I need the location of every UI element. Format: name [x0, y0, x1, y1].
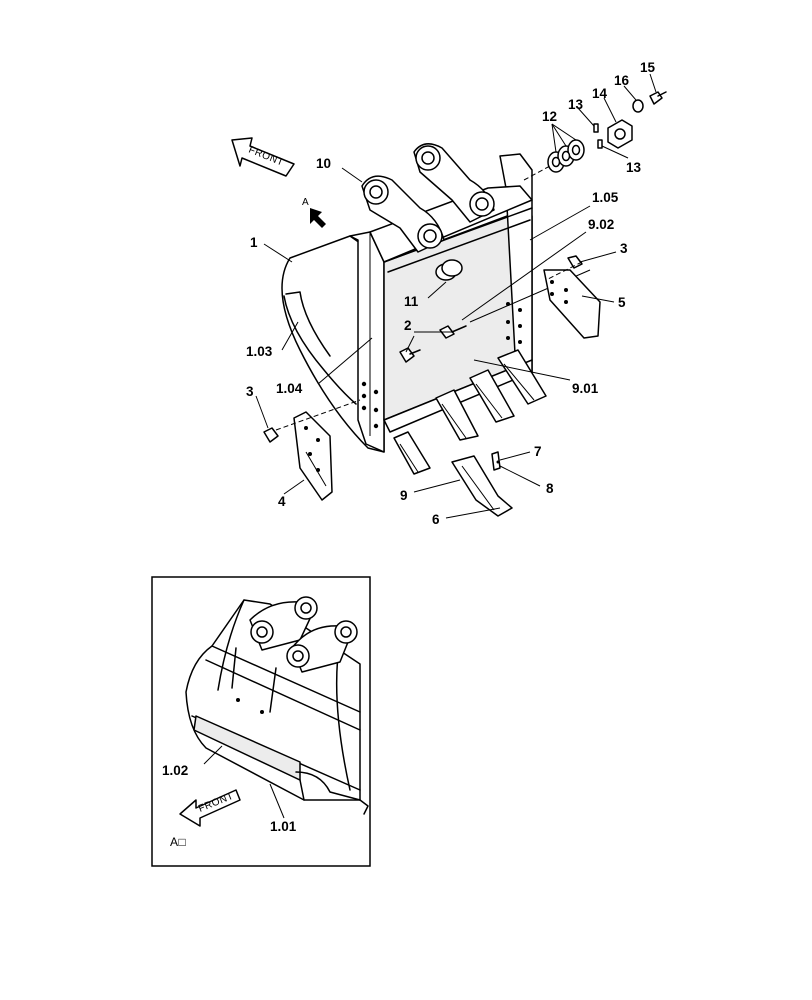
callout-10: 10 [316, 156, 331, 171]
callout-9: 9 [400, 488, 408, 503]
view-a-letter: A [302, 197, 309, 208]
callout-11: 11 [404, 294, 419, 309]
side-cutter-left [293, 411, 333, 501]
bucket-teeth [369, 232, 547, 475]
boss-brackets [361, 143, 495, 281]
callout-9-02: 9.02 [588, 217, 614, 232]
side-cutter-right [543, 269, 601, 339]
callout-labels: 1 1.03 1.04 1.05 9.02 9.01 10 11 2 3 3 4… [246, 60, 656, 527]
callout-1: 1 [250, 235, 258, 250]
callout-1-01: 1.01 [270, 819, 297, 834]
callout-1-05: 1.05 [592, 190, 619, 205]
callout-1-04: 1.04 [276, 381, 303, 396]
callout-13-top: 13 [568, 97, 584, 112]
callout-15: 15 [640, 60, 656, 75]
callout-13-bottom: 13 [626, 160, 642, 175]
callout-4: 4 [278, 494, 286, 509]
detail-view-a: FRONT 1.02 1.01 A□ [151, 576, 371, 867]
callout-2: 2 [404, 318, 412, 333]
callout-14: 14 [592, 86, 608, 101]
callout-7: 7 [534, 444, 542, 459]
callout-3-right: 3 [620, 241, 628, 256]
leader-lines [255, 73, 657, 519]
callout-12: 12 [542, 109, 557, 124]
front-arrow-top: FRONT [231, 137, 295, 177]
callout-6: 6 [432, 512, 440, 527]
callout-1-02: 1.02 [162, 763, 188, 778]
callout-1-03: 1.03 [246, 344, 273, 359]
detail-caption: A□ [170, 835, 186, 849]
callout-16: 16 [614, 73, 630, 88]
pin-hardware-exploded [523, 91, 667, 181]
loose-tooth-assembly [451, 451, 513, 517]
bucket-body [281, 153, 591, 453]
callout-5: 5 [618, 295, 626, 310]
view-a-marker: A [302, 197, 326, 228]
callout-3-left: 3 [246, 384, 254, 399]
callout-9-01: 9.01 [572, 381, 599, 396]
callout-8: 8 [546, 481, 554, 496]
